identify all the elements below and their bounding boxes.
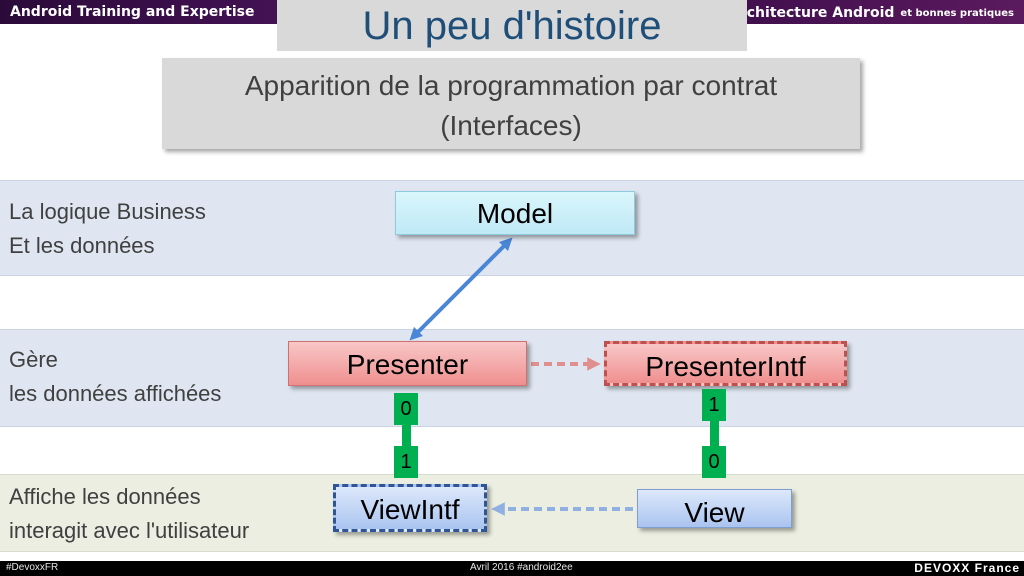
badge-view-bottom: 0 bbox=[702, 446, 726, 478]
subtitle-line-1: Apparition de la programmation par contr… bbox=[244, 70, 778, 101]
band-business-text: La logique Business Et les données bbox=[9, 195, 206, 263]
band-view-line-2: interagit avec l'utilisateur bbox=[9, 518, 250, 543]
subtitle: Apparition de la programmation par contr… bbox=[162, 66, 860, 146]
footer-bar: #DevoxxFR Avril 2016 #android2ee DEVOXX … bbox=[0, 561, 1024, 576]
band-presenter-text: Gère les données affichées bbox=[9, 343, 221, 411]
band-presenter-line-1: Gère bbox=[9, 347, 58, 372]
badge-presenter-bottom: 1 bbox=[394, 446, 418, 478]
view-intf-box: ViewIntf bbox=[333, 484, 487, 532]
badge-presenter-top: 0 bbox=[394, 393, 418, 425]
presenter-box: Presenter bbox=[288, 341, 527, 386]
presenterintf-view-link bbox=[710, 421, 719, 447]
header-right-subtitle: et bonnes pratiques bbox=[900, 7, 1014, 19]
band-view: Affiche les données interagit avec l'uti… bbox=[0, 474, 1024, 552]
model-box: Model bbox=[395, 191, 635, 235]
footer-hashtag: #DevoxxFR bbox=[6, 562, 59, 573]
presenter-viewintf-link bbox=[402, 423, 411, 447]
header-right-title: Architecture Android bbox=[729, 5, 895, 21]
title-background bbox=[277, 0, 747, 51]
subtitle-line-2: (Interfaces) bbox=[440, 110, 582, 141]
band-business-line-1: La logique Business bbox=[9, 199, 206, 224]
view-box: View bbox=[637, 489, 792, 528]
badge-view-top: 1 bbox=[702, 389, 726, 421]
footer-brand: DEVOXX France bbox=[914, 561, 1020, 575]
band-business-line-2: Et les données bbox=[9, 233, 155, 258]
slide-title: Un peu d'histoire bbox=[362, 4, 662, 48]
band-view-text: Affiche les données interagit avec l'uti… bbox=[9, 480, 249, 548]
band-view-line-1: Affiche les données bbox=[9, 484, 201, 509]
header-left-title: Android Training and Expertise bbox=[10, 4, 255, 20]
band-presenter-line-2: les données affichées bbox=[9, 381, 222, 406]
footer-date: Avril 2016 #android2ee bbox=[470, 562, 573, 573]
subtitle-box bbox=[162, 58, 860, 149]
presenter-intf-box: PresenterIntf bbox=[604, 341, 847, 386]
